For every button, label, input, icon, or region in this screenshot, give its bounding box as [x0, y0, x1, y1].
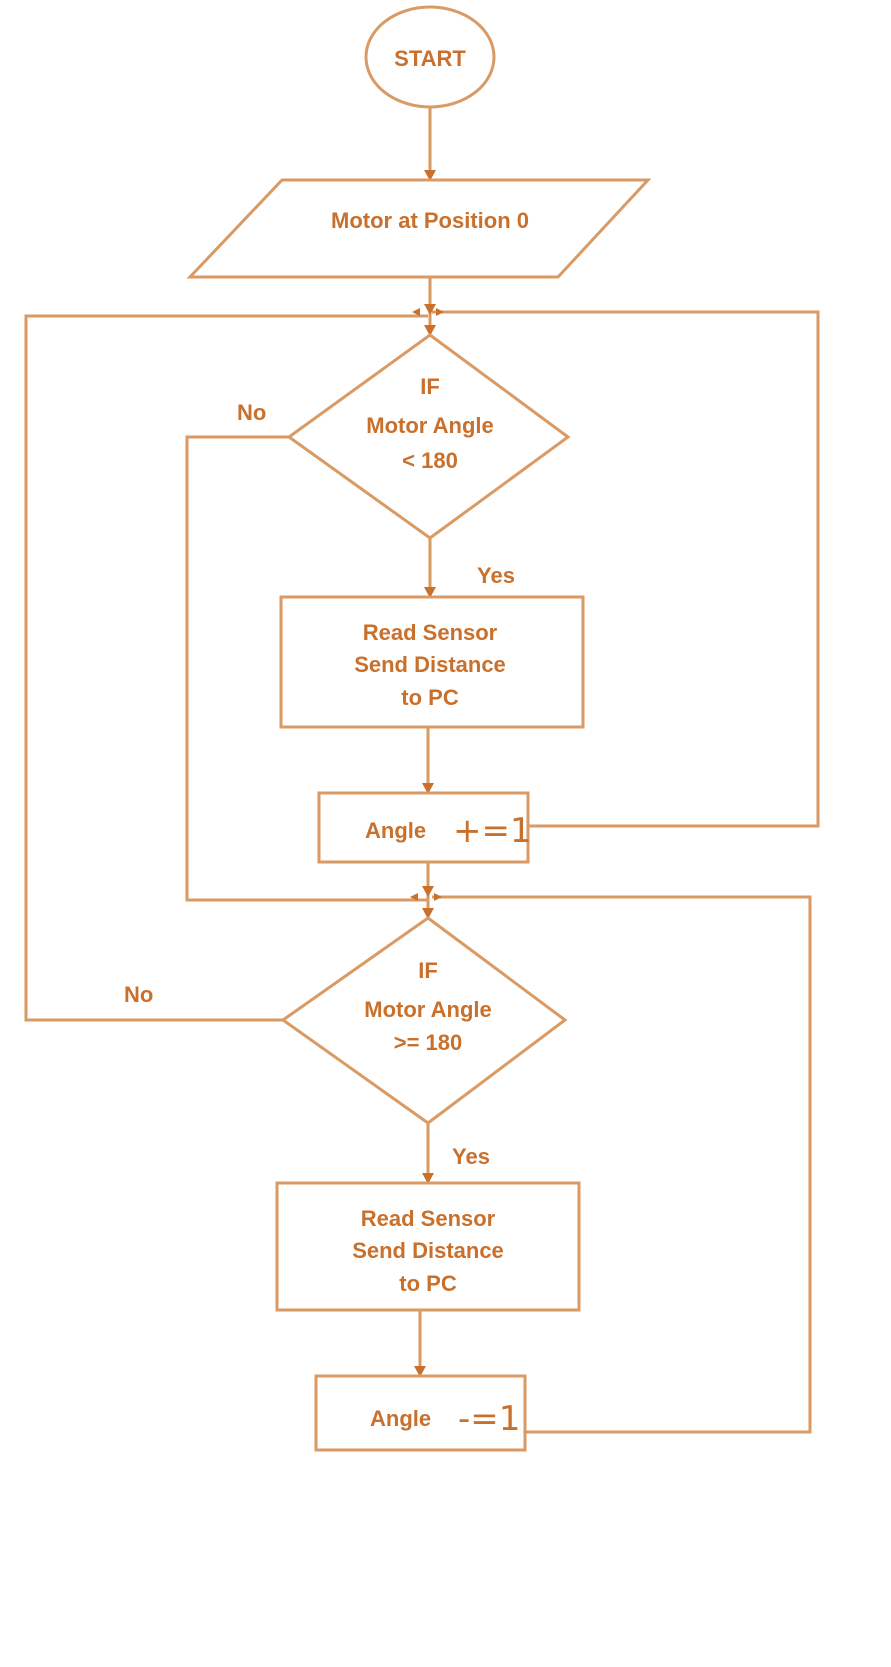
increment-prefix: Angle: [365, 818, 426, 843]
start-label: START: [394, 46, 466, 71]
connector-increment-loop: [432, 310, 820, 828]
arrowhead-process2: [422, 1173, 434, 1184]
decrement-operator: -=1: [458, 1399, 520, 1439]
decision2-line2: Motor Angle: [364, 997, 492, 1022]
process1-line3: to PC: [401, 685, 459, 710]
arrowhead-junction2-left: [410, 893, 418, 901]
connector-decision1-no: [185, 435, 428, 902]
decision2-line1: IF: [418, 958, 438, 983]
arrowhead-increment: [422, 783, 434, 794]
connector-decision2-no: [24, 314, 428, 1022]
decrement-box: [314, 1374, 527, 1452]
process2-line1: Read Sensor: [361, 1206, 496, 1231]
decision1-line1: IF: [420, 374, 440, 399]
arrowhead-junction1-right: [436, 308, 444, 316]
init-label: Motor at Position 0: [331, 208, 529, 233]
connectors: [24, 107, 820, 1434]
arrowhead-junction1-left: [412, 308, 420, 316]
increment-operator: +=1: [453, 811, 532, 851]
decision2-line3: >= 180: [394, 1030, 463, 1055]
arrowhead-junction1-down: [424, 304, 436, 315]
decision1-line3: < 180: [402, 448, 458, 473]
arrowhead-process1: [424, 587, 436, 598]
arrowhead-decrement: [414, 1366, 426, 1377]
decision1-yes-label: Yes: [477, 563, 515, 588]
decrement-prefix: Angle: [370, 1406, 431, 1431]
decision1-diamond: [286, 333, 571, 540]
arrowheads: [410, 170, 444, 1377]
arrowhead-decision2: [422, 908, 434, 919]
process2-box: [275, 1181, 581, 1312]
decision1-no-label: No: [237, 400, 266, 425]
arrowhead-junction2-right: [434, 893, 442, 901]
increment-box: [317, 791, 530, 864]
init-input-parallelogram: [186, 178, 652, 279]
process1-line1: Read Sensor: [363, 620, 498, 645]
arrowhead-decision1: [424, 325, 436, 336]
connector-decrement-loop: [432, 895, 812, 1434]
process1-box: [279, 595, 585, 729]
decision1-line2: Motor Angle: [366, 413, 494, 438]
decision2-diamond: [280, 916, 568, 1125]
arrowhead-junction2-down: [422, 886, 434, 897]
start-terminal: [364, 5, 496, 109]
process2-line3: to PC: [399, 1271, 457, 1296]
decision2-no-label: No: [124, 982, 153, 1007]
decision2-yes-label: Yes: [452, 1144, 490, 1169]
arrowhead-input: [424, 170, 436, 181]
process2-line2: Send Distance: [352, 1238, 504, 1263]
process1-line2: Send Distance: [354, 652, 506, 677]
